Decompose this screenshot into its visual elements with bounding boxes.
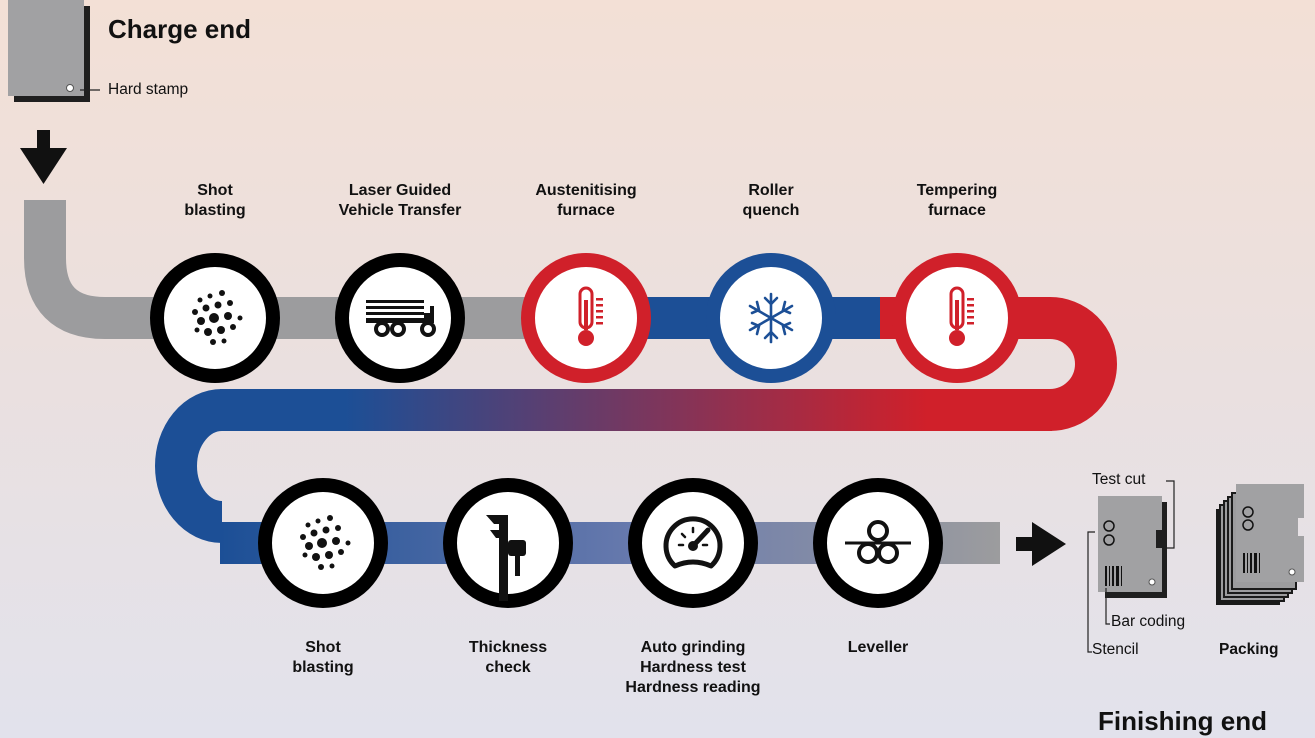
thermometer-icon: [578, 286, 603, 346]
stage-label-leveller: Leveller: [847, 639, 909, 656]
finishing-end-title: Finishing end: [1098, 706, 1267, 736]
stage-label-tempering: Tempering furnace: [916, 182, 998, 219]
stage-bottom-4: [813, 478, 943, 608]
stage-top-1: [150, 253, 280, 383]
packing-label: Packing: [1219, 641, 1279, 658]
particles-icon: [300, 515, 351, 570]
stage-bottom-3: [628, 478, 758, 608]
caliper-icon: [486, 515, 526, 601]
stencil-leader: [1087, 531, 1095, 653]
stage-top-4: [706, 253, 836, 383]
packing-stack: [1216, 484, 1304, 605]
right-arrow-icon: [1016, 522, 1066, 566]
rollers-icon: [845, 520, 911, 564]
pipe-middle-gradient: [220, 389, 1052, 431]
stage-label-shot-blasting-top: Shot blasting: [184, 182, 246, 219]
vehicle-icon: [366, 300, 436, 337]
stage-label-austenitising: Austenitising furnace: [535, 182, 637, 219]
stencil-label: Stencil: [1092, 641, 1139, 658]
bar-coding-leader: [1105, 588, 1110, 625]
pipe-left-bend: [155, 389, 224, 543]
stage-bottom-1: [258, 478, 388, 608]
thermometer-icon: [949, 286, 974, 346]
test-cut-label: Test cut: [1092, 471, 1146, 488]
bar-coding-label: Bar coding: [1111, 613, 1186, 630]
stage-label-roller-quench: Roller quench: [742, 182, 800, 219]
particles-icon: [192, 290, 243, 345]
stage-top-5: [892, 253, 1022, 383]
hard-stamp-label: Hard stamp: [108, 81, 189, 98]
test-cut-leader: [1164, 480, 1175, 549]
stage-label-auto-grinding: Auto grinding Hardness test Hardness rea…: [625, 639, 761, 696]
stage-top-2: [335, 253, 465, 383]
charge-plate: [8, 0, 90, 102]
stage-label-lgv-transfer: Laser Guided Vehicle Transfer: [338, 182, 462, 219]
stage-label-thickness-check: Thickness check: [468, 639, 548, 676]
gauge-icon: [663, 516, 723, 569]
pipe-top-gray: [24, 200, 545, 339]
finished-plate: [1098, 496, 1167, 598]
pipe-right-bend: [1048, 297, 1117, 431]
stage-bottom-2: [443, 478, 573, 608]
stage-top-3: [521, 253, 651, 383]
snowflake-icon: [748, 292, 794, 344]
charge-end-title: Charge end: [108, 14, 252, 44]
stage-label-shot-blasting-bottom: Shot blasting: [292, 639, 354, 676]
down-arrow-icon: [20, 130, 67, 184]
